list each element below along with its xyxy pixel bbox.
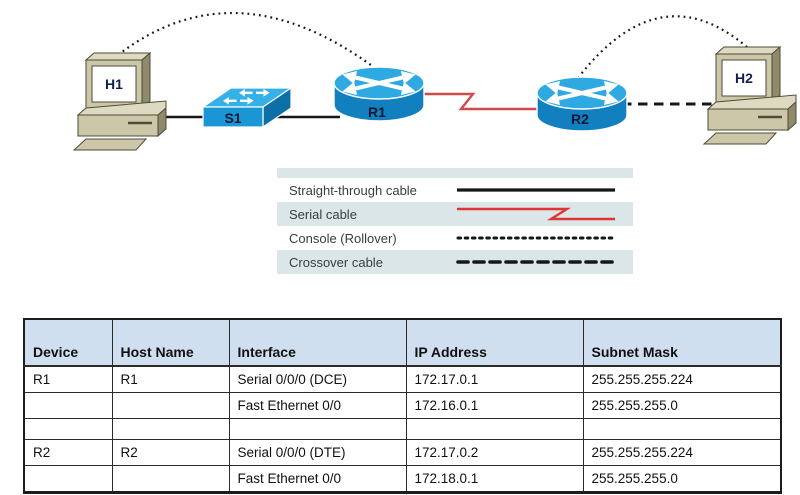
host-h1-icon <box>72 51 168 152</box>
addressing-table: Device Host Name Interface IP Address Su… <box>23 318 782 494</box>
cell-ip-address: 172.17.0.2 <box>405 439 584 466</box>
table-row-r2-fastethernet: Fast Ethernet 0/0 172.18.0.1 255.255.255… <box>23 465 782 493</box>
switch-s1-label: S1 <box>224 110 241 126</box>
legend-row-console: Console (Rollover) <box>277 226 633 250</box>
cell-ip-address: 172.16.0.1 <box>405 392 584 419</box>
cell-device <box>23 465 113 493</box>
legend-label-crossover: Crossover cable <box>289 254 383 270</box>
cell-host-name <box>111 418 230 440</box>
host-h1-label: H1 <box>105 76 123 92</box>
cell-interface: Serial 0/0/0 (DTE) <box>228 439 407 466</box>
straight-through-line-symbol <box>457 188 615 192</box>
console-rollover-line-symbol <box>456 236 617 240</box>
cell-subnet-mask: 255.255.255.224 <box>582 439 782 466</box>
cell-host-name: R2 <box>111 439 230 466</box>
cell-host-name <box>111 465 230 493</box>
cell-interface: Serial 0/0/0 (DCE) <box>228 365 407 393</box>
console-rollover-cable-r2-h2 <box>577 15 749 79</box>
cell-device: R2 <box>23 439 113 466</box>
legend-label-console: Console (Rollover) <box>289 230 397 246</box>
router-r1-label: R1 <box>368 104 386 120</box>
legend-label-straight-through: Straight-through cable <box>289 182 417 198</box>
cell-ip-address: 172.17.0.1 <box>405 365 584 393</box>
table-row-r1-serial: R1 R1 Serial 0/0/0 (DCE) 172.17.0.1 255.… <box>23 365 782 393</box>
cell-subnet-mask: 255.255.255.224 <box>582 365 782 393</box>
switch-s1-icon <box>201 86 293 129</box>
router-r2-label: R2 <box>571 111 589 127</box>
header-host-name: Host Name <box>111 318 230 367</box>
cell-ip-address: 172.18.0.1 <box>405 465 584 493</box>
serial-line-symbol <box>457 207 615 221</box>
cell-ip-address <box>405 418 584 440</box>
cell-host-name: R1 <box>111 365 230 393</box>
legend-row-serial: Serial cable <box>277 202 633 226</box>
console-rollover-cable-h1-r1 <box>117 12 376 69</box>
header-interface: Interface <box>228 318 407 367</box>
header-subnet-mask: Subnet Mask <box>582 318 782 367</box>
network-topology-diagram: H1 S1 R1 R2 H2 <box>72 12 798 152</box>
cell-host-name <box>111 392 230 419</box>
serial-cable-r1-r2 <box>420 92 540 111</box>
cell-interface: Fast Ethernet 0/0 <box>228 465 407 493</box>
cell-device <box>23 418 113 440</box>
cell-subnet-mask: 255.255.255.0 <box>582 465 782 493</box>
cable-legend: Straight-through cable Serial cable Cons… <box>277 168 633 275</box>
legend-row-crossover: Crossover cable <box>277 250 633 274</box>
legend-label-serial: Serial cable <box>289 206 357 222</box>
crossover-line-symbol <box>456 260 617 264</box>
header-device: Device <box>23 318 113 367</box>
table-row-r1-fastethernet: Fast Ethernet 0/0 172.16.0.1 255.255.255… <box>23 392 782 419</box>
table-row-r2-serial: R2 R2 Serial 0/0/0 (DTE) 172.17.0.2 255.… <box>23 439 782 466</box>
table-header-row: Device Host Name Interface IP Address Su… <box>23 318 782 367</box>
host-h2-icon <box>702 45 798 146</box>
cell-device: R1 <box>23 365 113 393</box>
cell-interface <box>228 418 407 440</box>
cell-subnet-mask: 255.255.255.0 <box>582 392 782 419</box>
legend-row-straight-through: Straight-through cable <box>277 178 633 202</box>
cell-interface: Fast Ethernet 0/0 <box>228 392 407 419</box>
table-row-spacer <box>23 418 782 440</box>
host-h2-label: H2 <box>735 70 753 86</box>
legend-top-stripe <box>277 168 633 178</box>
header-ip-address: IP Address <box>405 318 584 367</box>
cell-device <box>23 392 113 419</box>
cell-subnet-mask <box>582 418 782 440</box>
